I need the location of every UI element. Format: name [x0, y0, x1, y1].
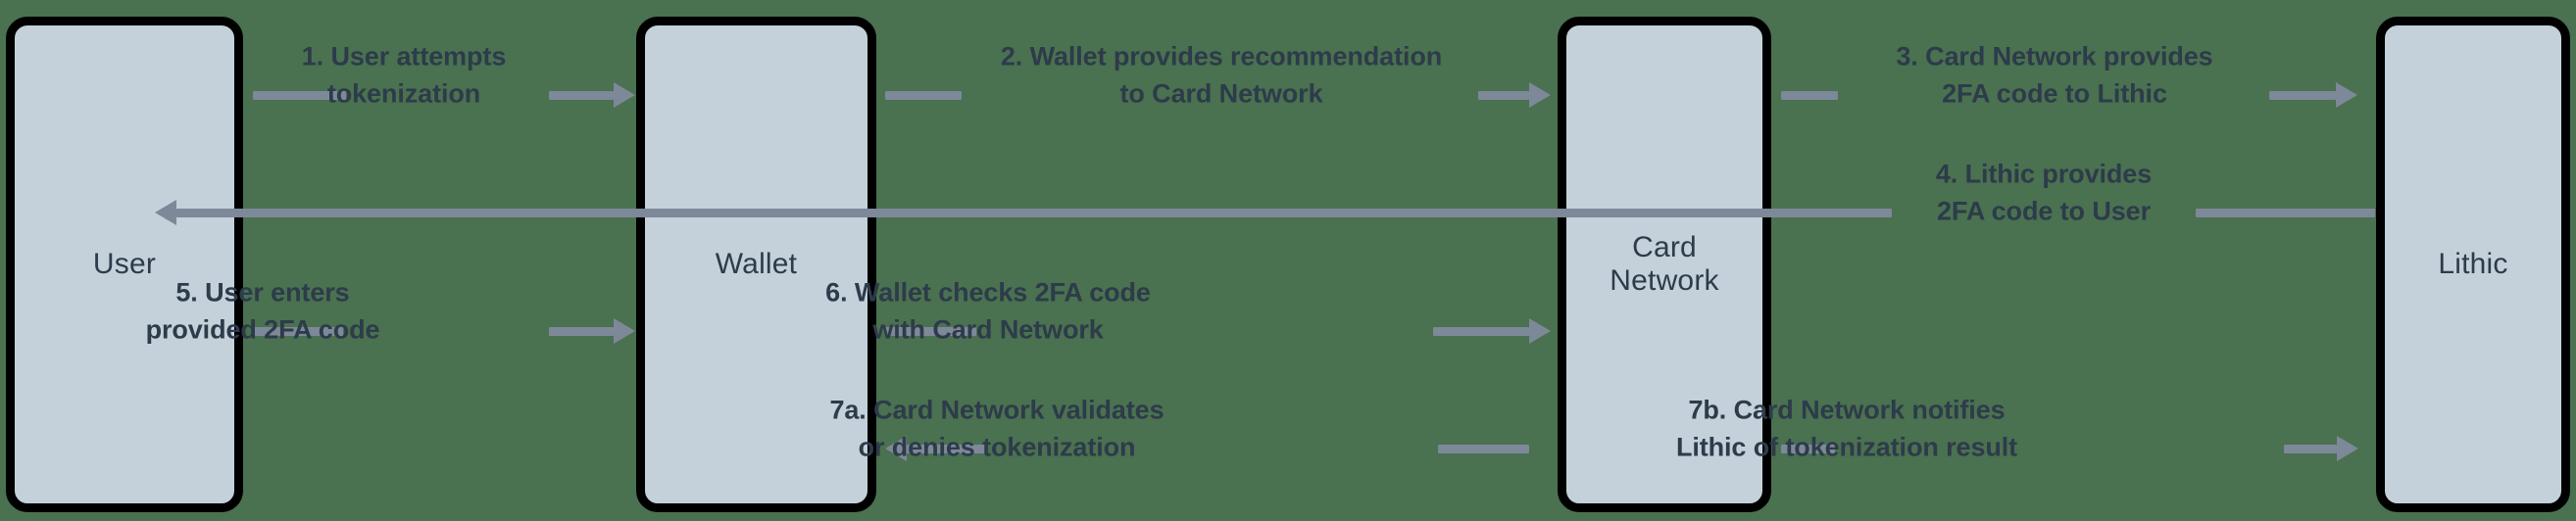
flow-line-step-7a-right: [1438, 445, 1529, 453]
actor-label-lithic: Lithic: [2438, 248, 2508, 281]
actor-label-user: User: [92, 248, 157, 281]
flow-line-step-5-right: [549, 327, 614, 336]
flow-caption-step-1: 1. User attempts tokenization: [301, 41, 507, 109]
flow-line-step-1-right: [549, 91, 614, 100]
flow-line-step-3-right: [2269, 91, 2336, 100]
flow-line-step-6-left: [885, 327, 976, 336]
flow-line-step-3-left: [1781, 91, 1838, 100]
actor-label-wallet: Wallet: [715, 248, 798, 281]
actor-label-card-network: Card Network: [1610, 231, 1719, 297]
flow-line-step-1-left: [253, 91, 346, 100]
actor-box-card-network: Card Network: [1558, 17, 1771, 512]
flow-line-step-4-main: [176, 209, 1892, 217]
flow-line-step-7b-left: [1781, 445, 1835, 453]
arrowhead-right-step-7b: [2337, 436, 2358, 461]
flow-caption-step-5: 5. User enters provided 2FA code: [145, 277, 380, 345]
flow-line-step-4-right: [2196, 209, 2375, 217]
flow-caption-step-2: 2. Wallet provides recommendation to Car…: [1000, 41, 1443, 109]
flow-caption-step-7b: 7b. Card Network notifies Lithic of toke…: [1675, 395, 2018, 462]
arrowhead-right-step-5: [614, 318, 635, 344]
arrowhead-right-step-1: [614, 82, 635, 108]
actor-box-wallet: Wallet: [636, 17, 876, 512]
flow-line-step-2-left: [885, 91, 962, 100]
flow-line-step-6-right: [1433, 327, 1529, 336]
flow-caption-step-3: 3. Card Network provides 2FA code to Lit…: [1896, 41, 2213, 109]
arrowhead-right-step-3: [2336, 82, 2357, 108]
flow-caption-step-7a: 7a. Card Network validates or denies tok…: [829, 395, 1164, 462]
actor-box-lithic: Lithic: [2376, 17, 2570, 512]
arrowhead-left-step-4: [155, 200, 176, 225]
arrowhead-left-step-7a: [885, 436, 907, 461]
flow-caption-step-6: 6. Wallet checks 2FA code with Card Netw…: [825, 277, 1151, 345]
actor-box-user: User: [6, 17, 243, 512]
flow-line-step-7a-left: [907, 445, 988, 453]
arrowhead-right-step-2: [1529, 82, 1551, 108]
flow-line-step-2-right: [1478, 91, 1529, 100]
arrowhead-right-step-6: [1529, 318, 1551, 344]
flow-line-step-5-left: [253, 327, 343, 336]
flow-line-step-7b-right: [2284, 445, 2337, 453]
flow-caption-step-4: 4. Lithic provides 2FA code to User: [1935, 159, 2153, 226]
